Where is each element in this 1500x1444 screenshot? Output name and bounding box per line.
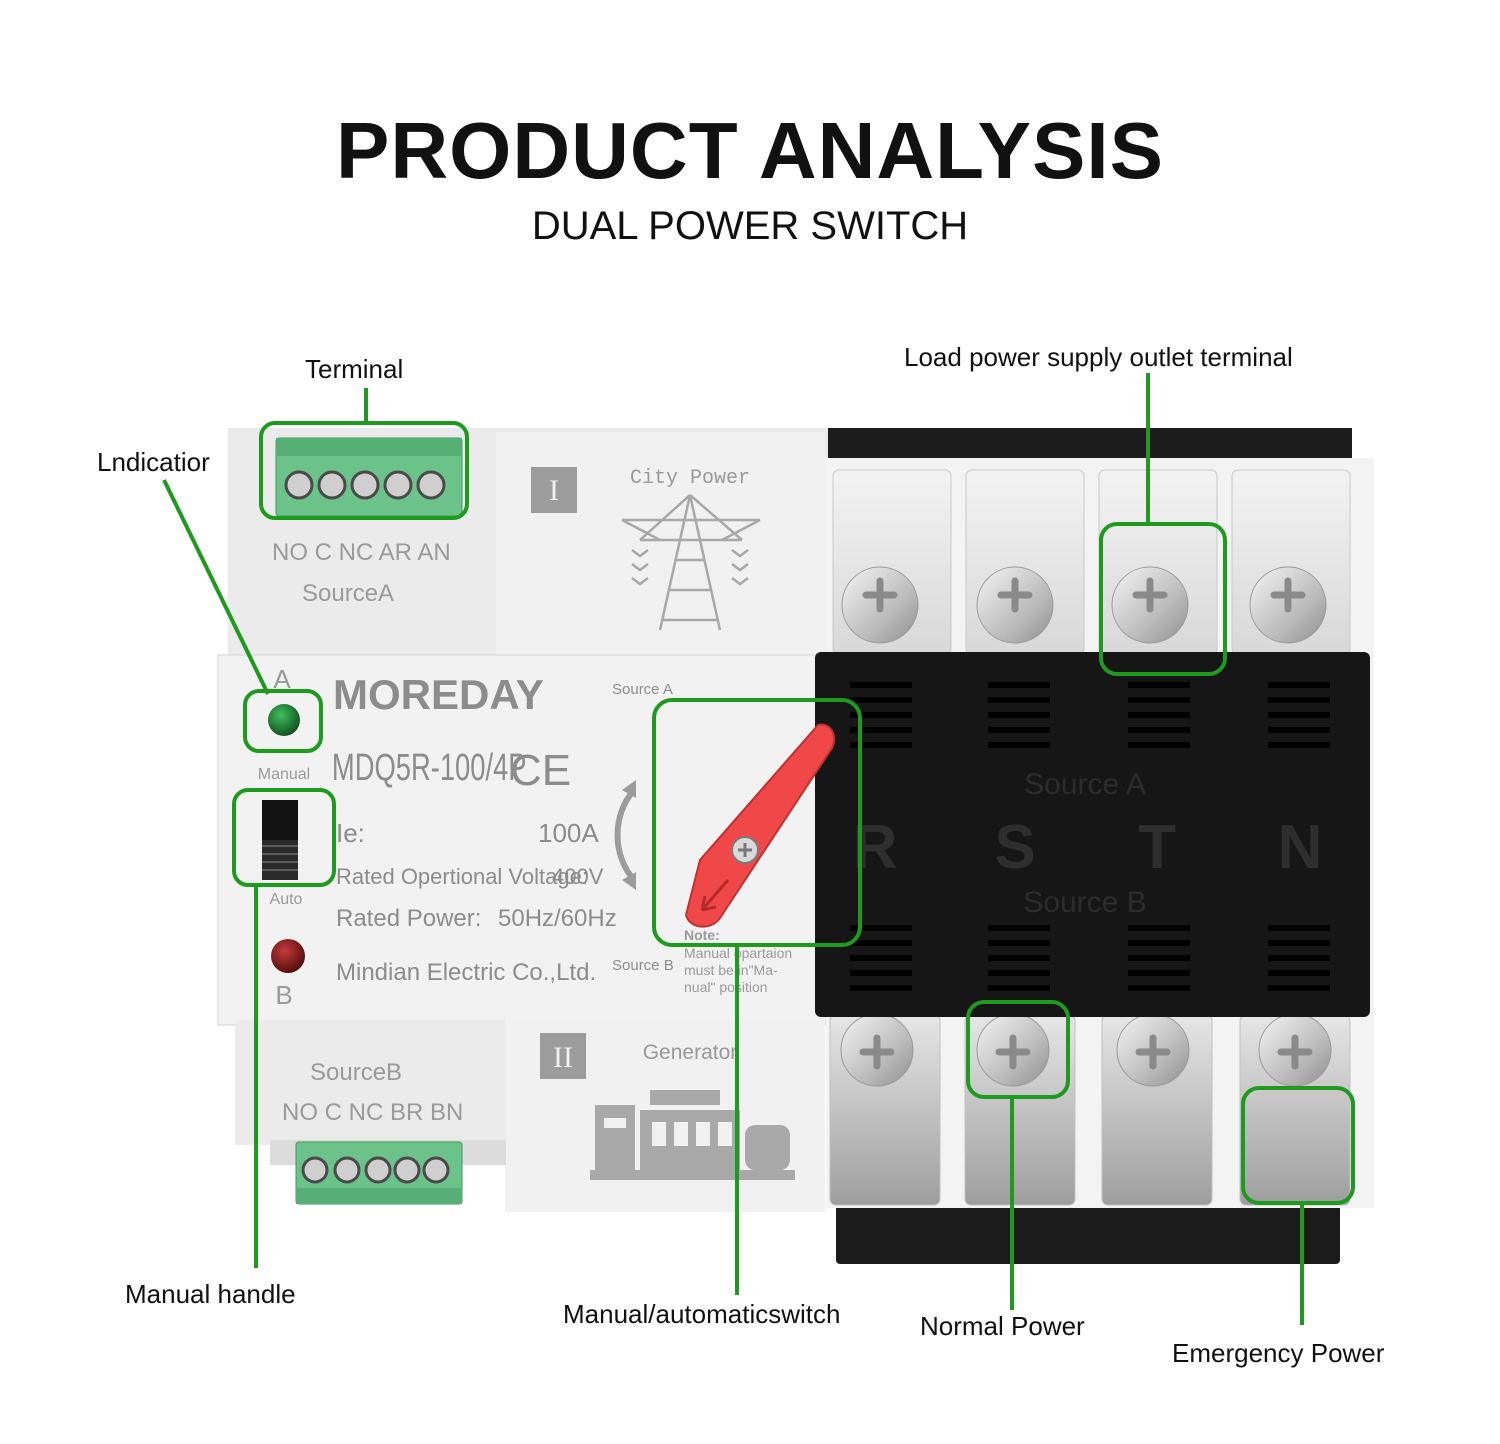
callout-manual-handle: Manual handle bbox=[125, 1279, 296, 1309]
lower-terminal-caps bbox=[829, 1013, 1351, 1206]
spec-ie-value: 100A bbox=[538, 818, 599, 848]
manual-label: Manual bbox=[258, 766, 310, 783]
callout-mode-switch: Manual/automaticswitch bbox=[563, 1299, 841, 1329]
note-line-2: must be in"Ma- bbox=[684, 962, 778, 978]
manufacturer: Mindian Electric Co.,Ltd. bbox=[336, 959, 596, 986]
auto-label: Auto bbox=[270, 891, 303, 908]
handle-source-a-label: Source A bbox=[612, 681, 673, 698]
top-terminal-block bbox=[275, 437, 463, 517]
callout-load-terminal: Load power supply outlet terminal bbox=[904, 342, 1293, 372]
spec-voltage-label: Rated Opertional Voltage: bbox=[336, 864, 588, 889]
cover-source-a-label: Source A bbox=[1024, 768, 1146, 801]
cover-vents bbox=[850, 682, 1330, 991]
spec-power-label: Rated Power: bbox=[336, 905, 481, 932]
black-cover bbox=[815, 652, 1370, 1017]
rotation-arrow-icon bbox=[614, 788, 637, 882]
model-number: MDQ5R-100/4P bbox=[332, 747, 527, 789]
manual-handle[interactable] bbox=[684, 723, 836, 928]
callout-frame-indicator bbox=[243, 689, 323, 753]
roman-one-badge bbox=[531, 467, 577, 513]
phase-label-t: T bbox=[1138, 813, 1176, 882]
callout-emergency-power: Emergency Power bbox=[1172, 1338, 1385, 1368]
page-title: PRODUCT ANALYSIS bbox=[336, 106, 1164, 195]
roman-two-label: II bbox=[553, 1041, 573, 1074]
callout-frame-load-terminal bbox=[1099, 522, 1227, 676]
callout-frame-emergency-power bbox=[1241, 1086, 1355, 1205]
led-b-label: B bbox=[275, 980, 292, 1010]
callout-leader-lines bbox=[162, 373, 1304, 1325]
source-a-label: SourceA bbox=[302, 580, 394, 607]
city-power-label: City Power bbox=[630, 467, 750, 490]
cover-source-b-label: Source B bbox=[1023, 886, 1146, 919]
spec-voltage-value: 400V bbox=[552, 864, 604, 889]
led-indicator-b bbox=[271, 939, 305, 973]
page-subtitle: DUAL POWER SWITCH bbox=[531, 204, 969, 248]
phase-label-n: N bbox=[1278, 813, 1323, 882]
callout-frame-normal-power bbox=[966, 1000, 1070, 1099]
mode-slide-switch[interactable] bbox=[262, 800, 298, 880]
led-a-label: A bbox=[273, 664, 291, 694]
callout-normal-power: Normal Power bbox=[920, 1311, 1085, 1341]
callout-indicator: Lndicatior bbox=[97, 447, 210, 477]
power-pylon-icon bbox=[621, 494, 761, 631]
generator-icon bbox=[590, 1090, 795, 1180]
phase-label-s: S bbox=[994, 813, 1035, 882]
handle-source-b-label: Source B bbox=[612, 957, 674, 974]
rear-plate-bottom bbox=[836, 1190, 1340, 1264]
callout-frame-mode-switch bbox=[652, 698, 862, 947]
source-b-label: SourceB bbox=[310, 1059, 402, 1086]
callout-frames bbox=[232, 421, 1355, 1205]
upper-terminal-caps bbox=[832, 469, 1351, 656]
bottom-terminal-block bbox=[295, 1141, 463, 1205]
roman-two-badge bbox=[540, 1033, 586, 1079]
roman-one-label: I bbox=[549, 474, 559, 507]
bottom-terminal-labels: NO C NC BR BN bbox=[282, 1099, 463, 1126]
callout-frame-manual-handle bbox=[232, 788, 336, 887]
rotation-arrow-heads-icon bbox=[622, 780, 636, 890]
led-indicator-a bbox=[268, 704, 300, 736]
top-terminal-labels: NO C NC AR AN bbox=[272, 539, 451, 566]
callout-terminal: Terminal bbox=[305, 354, 404, 384]
brand-logo: MOREDAY bbox=[333, 671, 544, 718]
generator-label: Generator bbox=[643, 1041, 738, 1064]
spec-power-value: 50Hz/60Hz bbox=[498, 905, 617, 932]
note-line-3: nual" position bbox=[684, 979, 768, 995]
note-title: Note: bbox=[684, 927, 720, 943]
spec-ie-label: Ie: bbox=[336, 818, 365, 848]
ce-mark: CE bbox=[510, 746, 571, 795]
